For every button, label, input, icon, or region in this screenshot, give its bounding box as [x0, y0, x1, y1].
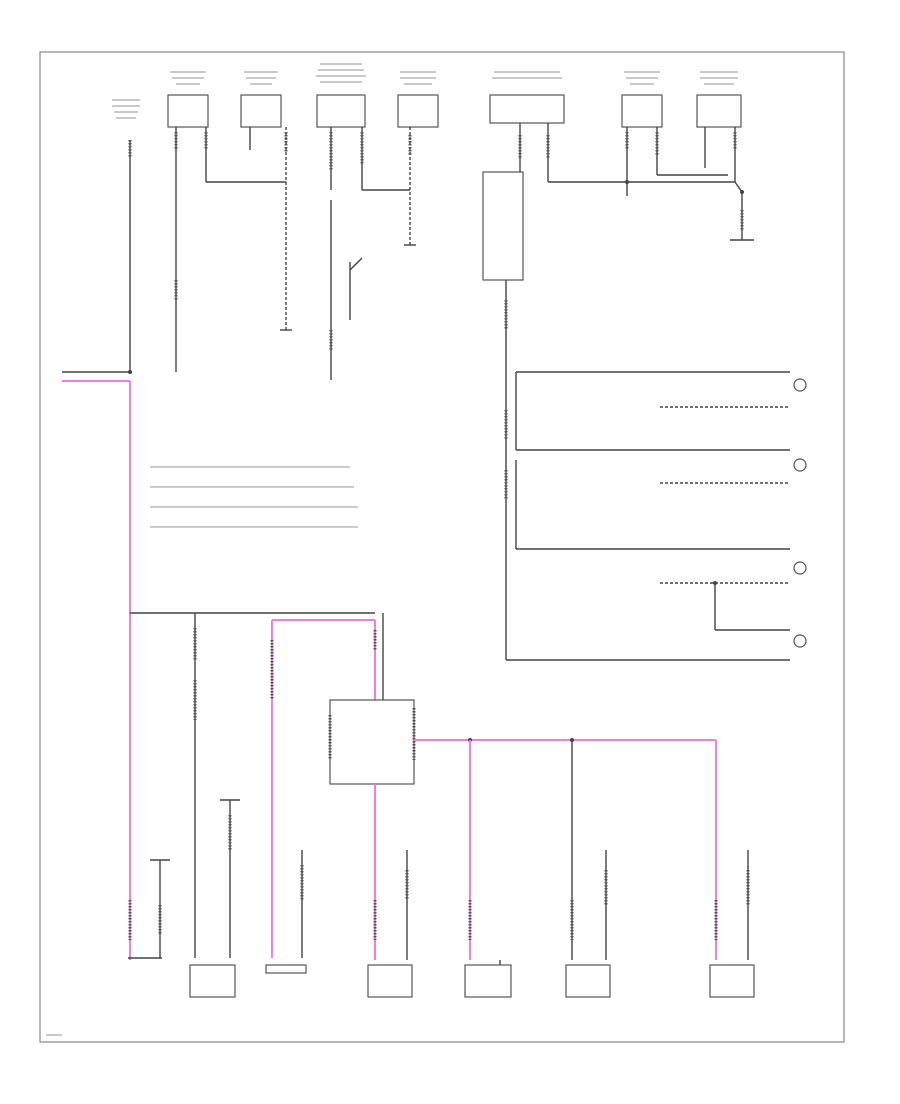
component-top-4 — [397, 94, 439, 128]
right-branches — [504, 280, 807, 661]
bottom-switches — [189, 784, 755, 998]
bottom-component-4 — [464, 964, 512, 998]
component-top-6 — [621, 94, 663, 128]
component-top-7 — [696, 94, 742, 128]
middle-bus — [130, 612, 718, 960]
component-top-1 — [167, 94, 209, 128]
speaker-2 — [793, 458, 807, 472]
speaker-1 — [793, 378, 807, 392]
top-components — [167, 94, 742, 281]
bottom-component-5 — [565, 964, 611, 998]
bottom-component-3 — [367, 964, 413, 998]
diagram-frame — [39, 51, 845, 1043]
connector-block-main — [482, 171, 524, 281]
bottom-component-2 — [265, 964, 307, 974]
bottom-component-1 — [189, 964, 236, 998]
component-top-3 — [316, 94, 366, 128]
legend-notes — [150, 466, 358, 528]
component-label-marks — [112, 63, 738, 119]
left-bus — [62, 370, 170, 960]
speaker-3 — [793, 561, 807, 575]
component-top-5 — [489, 94, 565, 124]
bottom-component-6 — [709, 964, 755, 998]
speaker-4 — [793, 634, 807, 648]
top-wiring — [128, 123, 754, 380]
component-top-2 — [240, 94, 282, 128]
module-box — [329, 699, 415, 785]
